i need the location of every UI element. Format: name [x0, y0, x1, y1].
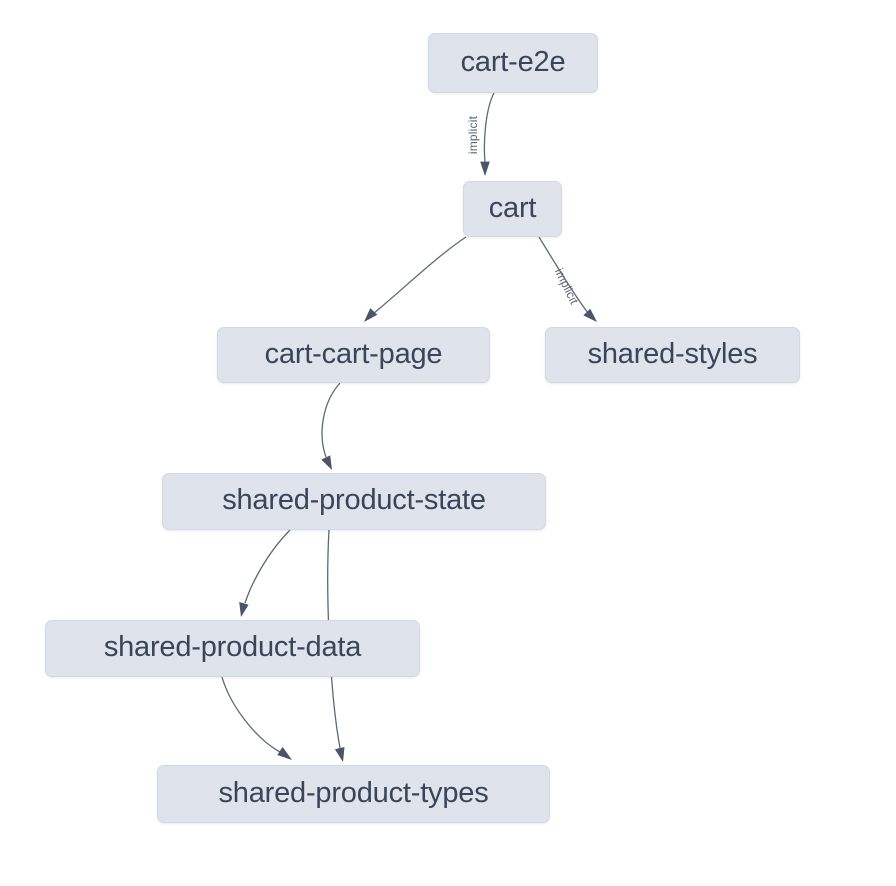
edge-line	[538, 236, 589, 314]
edge-arrowhead-icon	[480, 161, 490, 176]
graph-edge-edge-cart-shared-styles: implicit	[538, 236, 597, 322]
graph-edge-edge-product-data-product-types	[221, 676, 292, 760]
graph-node-label: cart-e2e	[460, 45, 566, 78]
edge-line	[483, 92, 495, 163]
graph-edge-edge-cart-cart-cart-page	[364, 236, 467, 322]
edge-arrowhead-icon	[583, 308, 597, 322]
graph-node-cart[interactable]: cart	[463, 181, 562, 237]
edge-line	[221, 676, 281, 753]
edge-label: implicit	[466, 115, 480, 154]
graph-node-label: shared-product-state	[222, 484, 486, 516]
graph-node-shared-styles[interactable]: shared-styles	[545, 327, 800, 383]
edge-line	[321, 382, 341, 458]
edge-arrowhead-icon	[321, 455, 332, 470]
graph-edge-edge-product-state-product-data	[239, 529, 291, 617]
graph-node-cart-e2e[interactable]: cart-e2e	[428, 33, 598, 93]
graph-edge-edge-cart-e2e-cart: implicit	[466, 92, 495, 176]
edge-arrowhead-icon	[334, 747, 345, 762]
graph-node-cart-cart-page[interactable]: cart-cart-page	[217, 327, 490, 383]
graph-node-shared-product-types[interactable]: shared-product-types	[157, 765, 550, 823]
graph-node-label: shared-product-data	[103, 631, 362, 663]
edge-label: implicit	[552, 266, 582, 307]
graph-node-label: shared-styles	[587, 337, 758, 370]
edge-line	[244, 529, 291, 604]
edge-arrowhead-icon	[277, 746, 292, 760]
graph-node-label: cart	[488, 191, 537, 224]
graph-node-shared-product-state[interactable]: shared-product-state	[162, 473, 546, 530]
graph-node-shared-product-data[interactable]: shared-product-data	[45, 620, 420, 677]
graph-node-label: shared-product-types	[218, 776, 489, 809]
edge-line	[373, 236, 467, 314]
edge-arrowhead-icon	[239, 602, 249, 617]
graph-node-label: cart-cart-page	[264, 337, 443, 370]
edge-arrowhead-icon	[364, 308, 378, 322]
graph-edge-edge-cart-page-product-state	[321, 382, 341, 470]
